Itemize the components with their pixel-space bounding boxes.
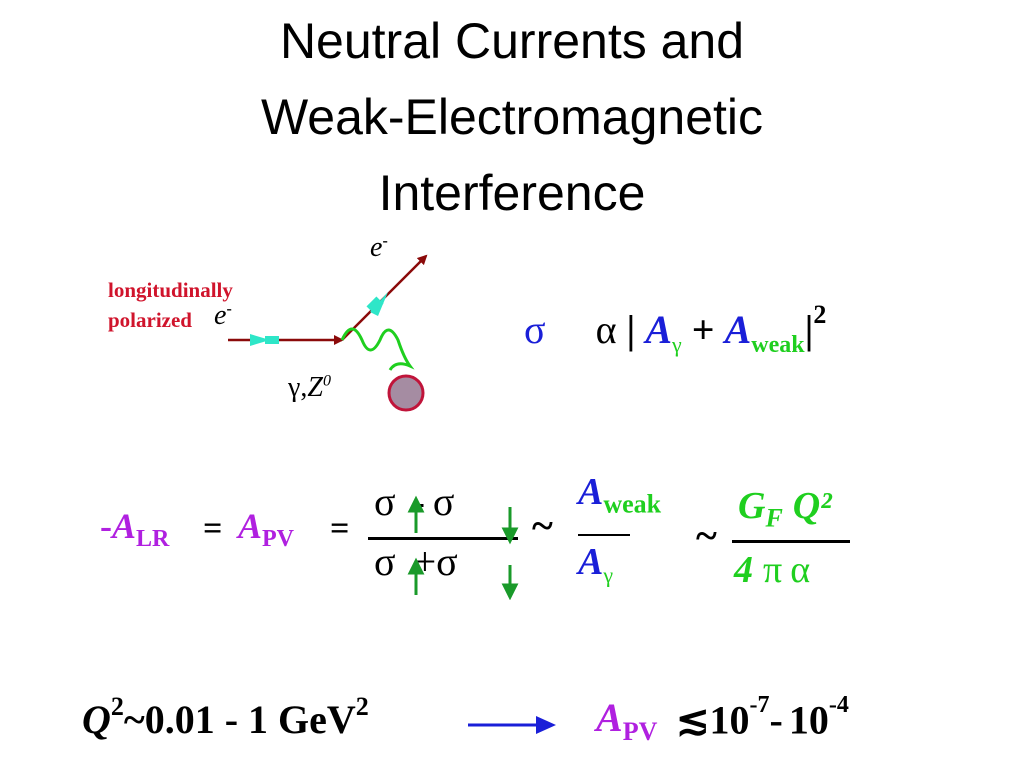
title-line-3: Interference (378, 165, 646, 221)
scattering-diagram (228, 254, 428, 412)
fraction-bar-ratio (578, 534, 630, 536)
up-arrow-icon (407, 495, 425, 513)
a-pv-term: APV (238, 506, 295, 553)
fraction-bar-gf (732, 540, 850, 543)
title-line-2: Weak-Electromagnetic (260, 89, 764, 145)
a-lr-term: -ALR (100, 506, 170, 553)
right-arrow-icon (468, 716, 556, 734)
ratio-denominator: Aγ (578, 541, 614, 588)
order-estimate: ≲10-7-10-4 (676, 692, 849, 743)
tilde-1: ~ (532, 503, 553, 548)
boson-label: γ,Z0 (288, 372, 331, 403)
target-circle (387, 374, 425, 412)
a-pv-estimate: APV (596, 695, 658, 746)
cross-section-formula: σ α | Aγ + Aweak|2 (524, 300, 827, 358)
boson-wavy-line (340, 327, 415, 371)
down-arrow-icon (501, 527, 519, 545)
incoming-electron-label: e- (214, 300, 232, 331)
ratio-numerator: Aweak (578, 471, 662, 519)
tilde-2: ~ (696, 513, 717, 558)
outgoing-electron-label: e- (370, 232, 388, 263)
helicity-arrows (407, 495, 519, 600)
diagram-label-longitudinally: longitudinally (108, 278, 233, 302)
title-line-1: Neutral Currents and (279, 13, 745, 69)
diagram-label-polarized: polarized (108, 308, 192, 332)
q2-range: Q2~0.01 - 1 GeV2 (82, 692, 369, 742)
eq-sign-2: = (330, 510, 350, 547)
fraction-bar-main (368, 537, 518, 540)
eq-sign-1: = (203, 510, 223, 547)
down-arrow-icon (501, 583, 519, 600)
up-arrow-icon (407, 557, 425, 575)
incoming-spin-arrow (250, 334, 270, 346)
fraction-denominator: σ+σ (374, 539, 458, 584)
